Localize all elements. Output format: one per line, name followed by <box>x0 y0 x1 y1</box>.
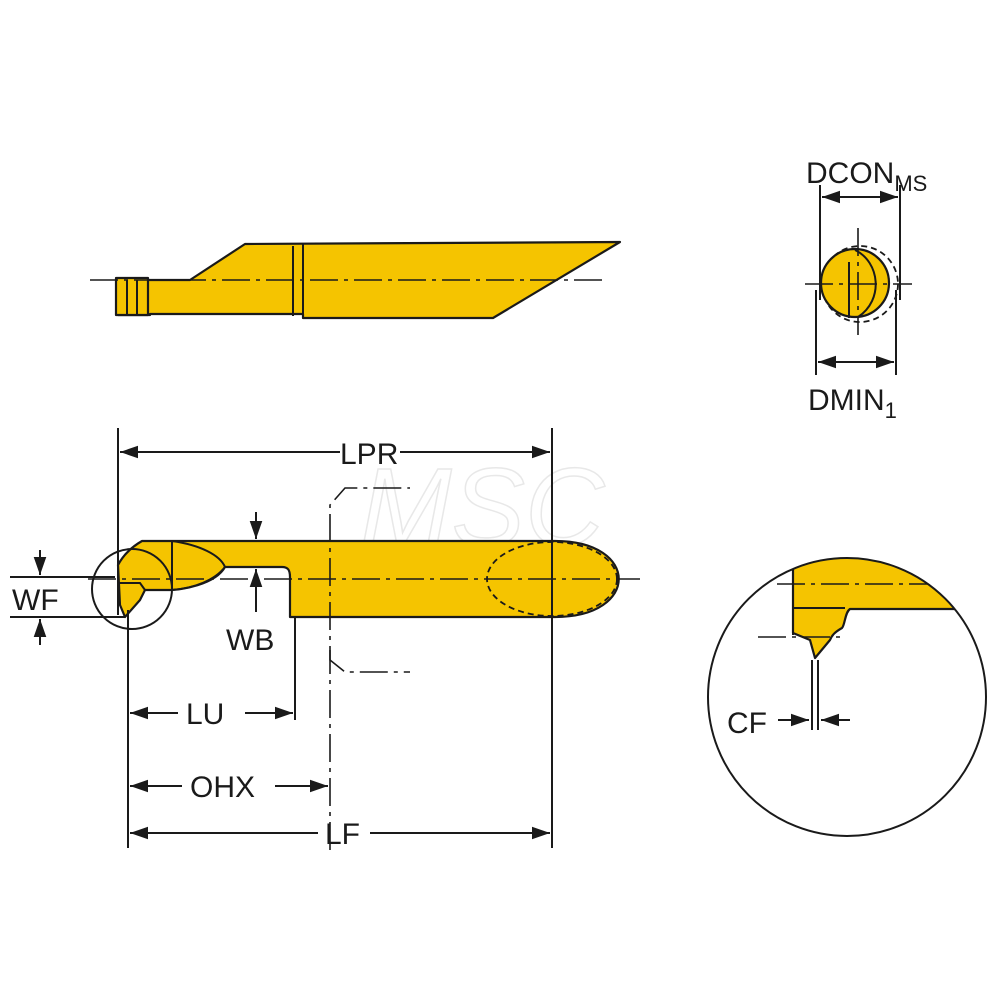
svg-text:DMIN1: DMIN1 <box>808 384 897 423</box>
detail-circle-small <box>91 548 173 630</box>
lpr-label: LPR <box>340 438 398 471</box>
dcon-label: DCON <box>806 157 894 190</box>
detail-view: CF <box>707 557 987 837</box>
end-view: DCONMS DMIN1 <box>805 157 927 423</box>
lf-label: LF <box>325 818 360 851</box>
detail-circle-large <box>707 557 987 837</box>
wf-label: WF <box>12 584 59 617</box>
dmin-subscript: 1 <box>885 398 897 423</box>
cf-label: CF <box>727 707 767 740</box>
wb-label: WB <box>226 624 274 657</box>
dmin-label: DMIN <box>808 384 885 417</box>
lu-label: LU <box>186 698 224 731</box>
side-view: LPR WF WB LU OHX LF <box>10 428 640 851</box>
svg-text:DCONMS: DCONMS <box>806 157 927 196</box>
dcon-subscript: MS <box>894 171 927 196</box>
ohx-label: OHX <box>190 771 255 804</box>
insert-top <box>114 276 150 317</box>
top-view <box>90 240 622 320</box>
